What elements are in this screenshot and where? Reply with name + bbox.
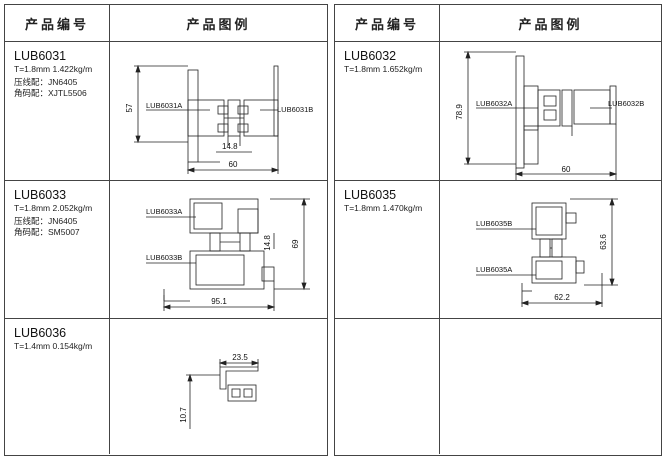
dimension-label: 60 — [229, 160, 238, 169]
product-code-cell: LUB6031 T=1.8mm 1.422kg/m 压线配：JN6405 角码配… — [5, 42, 110, 180]
dimension-label: 14.8 — [263, 235, 272, 251]
part-label: LUB6031A — [146, 101, 182, 110]
dimension-label: 69 — [291, 239, 300, 248]
product-figure-cell: LUB6035B LUB6035A 63.6 62.2 — [440, 181, 661, 318]
product-spec: T=1.8mm 1.422kg/m — [14, 64, 93, 74]
product-accessory: 压线配：JN6405 — [14, 216, 78, 226]
part-label: LUB6032B — [608, 99, 644, 108]
dimension-label: 14.8 — [222, 142, 238, 151]
dimension-label: 95.1 — [211, 297, 227, 306]
header-product-figure: 产品图例 — [440, 5, 661, 42]
part-label: LUB6035A — [476, 265, 512, 274]
product-code-cell: LUB6036 T=1.4mm 0.154kg/m — [5, 319, 110, 454]
dimension-label: 63.6 — [599, 234, 608, 250]
product-figure-cell: 23.5 10.7 — [110, 319, 327, 454]
part-label: LUB6032A — [476, 99, 512, 108]
product-model: LUB6035 — [344, 188, 397, 202]
product-spec: T=1.8mm 2.052kg/m — [14, 203, 93, 213]
dimension-label: 62.2 — [554, 293, 570, 302]
part-label: LUB6033B — [146, 253, 182, 262]
product-code-cell: LUB6032 T=1.8mm 1.652kg/m — [335, 42, 440, 180]
product-figure-cell: 57 LUB6031A LUB6031B — [110, 42, 327, 180]
product-row-lub6035: LUB6035 T=1.8mm 1.470kg/m LUB6035 — [335, 181, 661, 319]
profile-drawing-lub6031: 57 LUB6031A LUB6031B — [125, 64, 313, 174]
product-model: LUB6031 — [14, 49, 67, 63]
part-label: LUB6033A — [146, 207, 182, 216]
dimension-label: 23.5 — [232, 353, 248, 362]
product-row-lub6031: LUB6031 T=1.8mm 1.422kg/m 压线配：JN6405 角码配… — [5, 42, 327, 181]
right-catalog-panel: 产品编号 产品图例 LUB6032 T=1.8mm 1.652kg/m 78.9 — [334, 4, 662, 456]
product-accessory: 压线配：JN6405 — [14, 77, 78, 87]
header-product-code: 产品编号 — [5, 5, 110, 42]
product-code-cell: LUB6033 T=1.8mm 2.052kg/m 压线配：JN6405 角码配… — [5, 181, 110, 318]
empty-row — [335, 319, 661, 454]
left-catalog-panel: 产品编号 产品图例 LUB6031 T=1.8mm 1.422kg/m 压线配：… — [4, 4, 328, 456]
product-row-lub6036: LUB6036 T=1.4mm 0.154kg/m 23.5 — [5, 319, 327, 454]
header-product-code: 产品编号 — [335, 5, 440, 42]
header-product-figure: 产品图例 — [110, 5, 327, 42]
dimension-label: 10.7 — [179, 407, 188, 423]
product-model: LUB6036 — [14, 326, 67, 340]
empty-code-cell — [335, 319, 440, 454]
product-model: LUB6033 — [14, 188, 67, 202]
product-accessory: 角码配：SM5007 — [14, 227, 80, 237]
product-accessory: 角码配：XJTL5506 — [14, 88, 87, 98]
empty-figure-cell — [440, 319, 661, 454]
dimension-label: 78.9 — [455, 104, 464, 120]
product-model: LUB6032 — [344, 49, 397, 63]
product-spec: T=1.4mm 0.154kg/m — [14, 341, 93, 351]
product-row-lub6033: LUB6033 T=1.8mm 2.052kg/m 压线配：JN6405 角码配… — [5, 181, 327, 319]
profile-drawing-lub6032: 78.9 LUB6032A LUB6032B — [455, 50, 644, 180]
product-spec: T=1.8mm 1.652kg/m — [344, 64, 423, 74]
dimension-label: 60 — [562, 165, 571, 174]
product-figure-cell: 14.8 69 95.1 LUB6033A LUB6033B — [110, 181, 327, 318]
product-figure-cell: 78.9 LUB6032A LUB6032B — [440, 42, 661, 180]
product-code-cell: LUB6035 T=1.8mm 1.470kg/m — [335, 181, 440, 318]
profile-drawing-lub6036: 23.5 10.7 — [179, 353, 260, 429]
part-label: LUB6035B — [476, 219, 512, 228]
profile-drawing-lub6035: LUB6035B LUB6035A 63.6 62.2 — [476, 197, 618, 307]
profile-drawing-lub6033: 14.8 69 95.1 LUB6033A LUB6033B — [146, 197, 310, 311]
dimension-label: 57 — [125, 103, 134, 112]
part-label: LUB6031B — [277, 105, 313, 114]
product-spec: T=1.8mm 1.470kg/m — [344, 203, 423, 213]
product-row-lub6032: LUB6032 T=1.8mm 1.652kg/m 78.9 — [335, 42, 661, 181]
